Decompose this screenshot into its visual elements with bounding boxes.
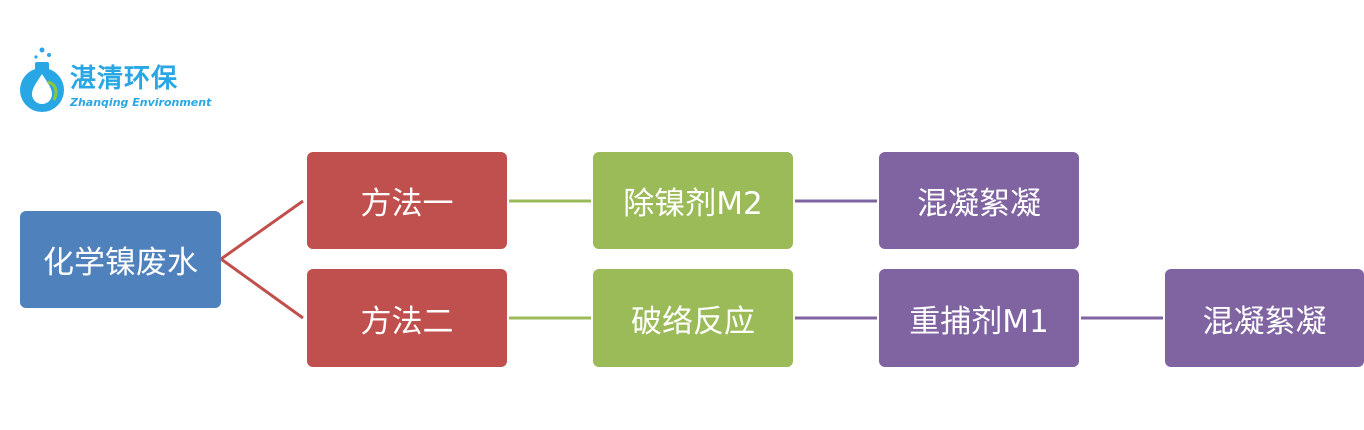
connector-root-branch-1 bbox=[220, 199, 304, 261]
branch-1-step-1-node: 除镍剂M2 bbox=[593, 152, 793, 249]
branch-2-step-1-node: 破络反应 bbox=[593, 269, 793, 367]
flask-droplet-icon bbox=[20, 47, 64, 112]
branch-2-step-2-node: 重捕剂M1 bbox=[879, 269, 1079, 367]
connector-root-branch-2 bbox=[220, 257, 304, 320]
branch-2-method-node: 方法二 bbox=[307, 269, 507, 367]
logo-subtitle: Zhanqing Environment bbox=[70, 96, 212, 109]
branch-1-method-node: 方法一 bbox=[307, 152, 507, 249]
root-node: 化学镍废水 bbox=[20, 211, 221, 308]
branch-1-step-2-node: 混凝絮凝 bbox=[879, 152, 1079, 249]
logo: 湛清环保 Zhanqing Environment bbox=[18, 44, 218, 114]
branch-2-step-3-node: 混凝絮凝 bbox=[1165, 269, 1364, 367]
logo-title: 湛清环保 bbox=[70, 64, 179, 94]
